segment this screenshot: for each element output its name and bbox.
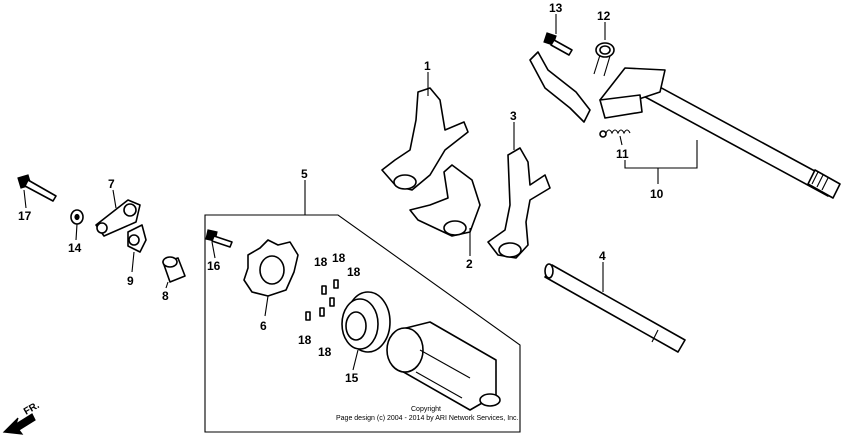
washer-14: [70, 209, 84, 225]
shift-fork-3: [487, 147, 551, 259]
callout-17: 17: [18, 209, 32, 223]
shift-fork-2: [409, 164, 481, 237]
spring-11: [599, 129, 631, 138]
bearing-15: [341, 291, 391, 353]
callout-9: 9: [127, 274, 134, 288]
callout-8: 8: [162, 289, 169, 303]
callout-18: 18: [347, 265, 361, 279]
pins-18: [305, 279, 339, 321]
shift-drum: [386, 321, 501, 411]
callout-13: 13: [549, 1, 563, 15]
callout-12: 12: [597, 9, 611, 23]
callout-3: 3: [510, 109, 517, 123]
callout-1: 1: [424, 59, 431, 73]
callout-2: 2: [466, 257, 473, 271]
gearshift-spindle: [529, 51, 841, 199]
front-label: FR.: [22, 400, 42, 418]
copyright-line-1: Copyright: [411, 406, 441, 413]
leader-lines: [23, 14, 698, 371]
callout-14: 14: [68, 241, 82, 255]
callout-7: 7: [108, 177, 115, 191]
callout-11: 11: [616, 147, 629, 161]
return-spring-12: [593, 42, 615, 77]
shift-fork-1: [381, 87, 469, 191]
callout-10: 10: [650, 187, 664, 201]
bolt-17: [17, 174, 57, 202]
front-direction-indicator: FR.: [2, 400, 42, 435]
callout-5: 5: [301, 167, 308, 181]
callout-15: 15: [345, 371, 359, 385]
callout-18: 18: [314, 255, 328, 269]
callout-18: 18: [332, 251, 346, 265]
callout-6: 6: [260, 319, 267, 333]
bolt-13: [543, 32, 573, 56]
callout-4: 4: [599, 249, 606, 263]
bolt-16: [205, 229, 233, 248]
callout-16: 16: [207, 259, 221, 273]
spring-9: [127, 224, 147, 253]
shift-drum-assembly-box: [204, 214, 521, 433]
stopper-arm-7: [95, 199, 141, 237]
copyright-notice: Copyright Page design (c) 2004 - 2014 by…: [336, 406, 519, 422]
copyright-line-2: Page design (c) 2004 - 2014 by ARI Netwo…: [336, 415, 519, 422]
callout-18: 18: [298, 333, 312, 347]
stopper-cam-6: [243, 239, 299, 297]
callout-18: 18: [318, 345, 332, 359]
front-arrow-icon: [2, 413, 36, 435]
callout-labels: 1 2 3 4 5 6 7 8 9 10 11 12 13 14 15 16 1…: [18, 1, 664, 385]
collar-8: [162, 256, 186, 283]
shift-fork-shaft-4: [544, 263, 686, 353]
